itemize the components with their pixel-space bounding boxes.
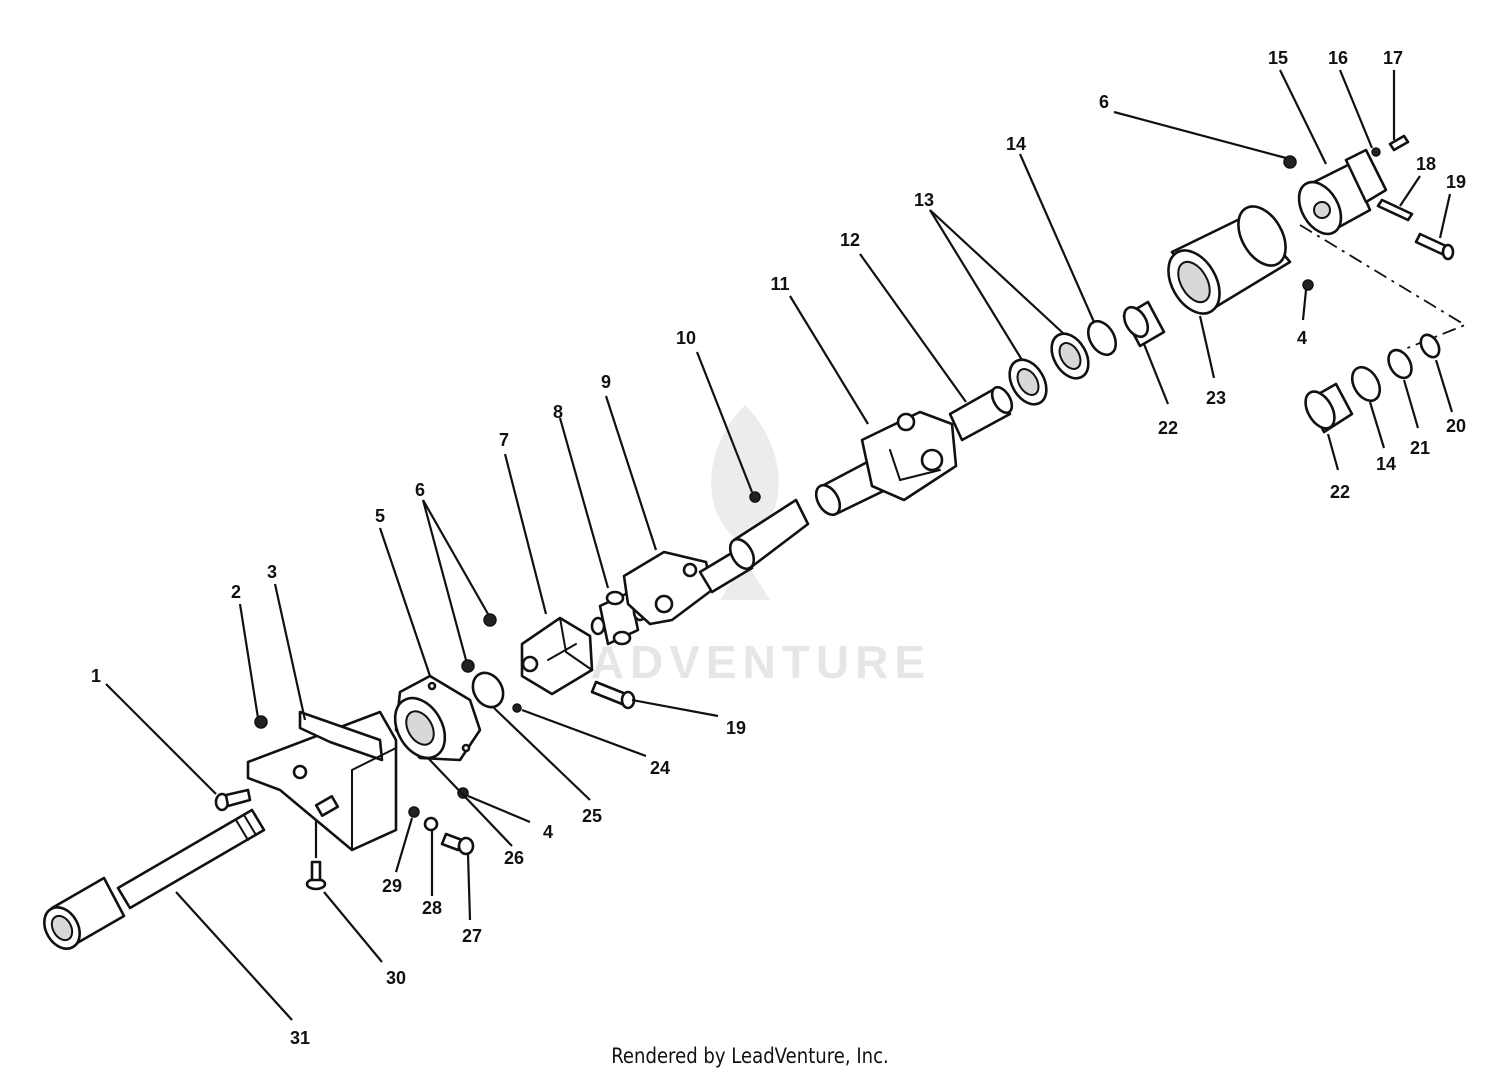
callout-20: 20 — [1446, 416, 1466, 436]
callout-19-b: 19 — [726, 718, 746, 738]
callout-31: 31 — [290, 1028, 310, 1048]
part-19-bolt-b — [1414, 232, 1455, 261]
callout-labels: 1 2 3 4 4 5 6 6 7 8 9 10 11 12 13 14 14 … — [91, 48, 1466, 1048]
callout-16: 16 — [1328, 48, 1348, 68]
leader-lines — [105, 69, 1454, 1021]
part-3-bracket — [246, 710, 398, 852]
part-1-bolt — [214, 788, 252, 812]
part-22-bushing-a — [1122, 300, 1166, 348]
callout-3: 3 — [267, 562, 277, 582]
alignment-centerline — [1299, 224, 1468, 356]
part-2-rivet — [254, 715, 268, 729]
callout-14-a: 14 — [1006, 134, 1026, 154]
callout-13: 13 — [914, 190, 934, 210]
part-7-yoke — [520, 616, 594, 696]
callout-6-b: 6 — [1099, 92, 1109, 112]
callout-6-a: 6 — [415, 480, 425, 500]
callout-11: 11 — [770, 274, 789, 294]
callout-14-b: 14 — [1376, 454, 1396, 474]
part-17-bolt — [1388, 134, 1410, 152]
callout-7: 7 — [499, 430, 509, 450]
part-31-splined-shaft — [43, 808, 266, 950]
callout-9: 9 — [601, 372, 611, 392]
part-28-washer — [423, 816, 439, 832]
callout-25: 25 — [582, 806, 602, 826]
part-20-snap-ring — [1419, 333, 1441, 359]
callout-19-a: 19 — [1446, 172, 1466, 192]
part-6-nut-b — [483, 613, 497, 627]
part-22-bushing-b — [1304, 382, 1354, 434]
part-30-screw — [305, 860, 327, 891]
callout-1: 1 — [91, 666, 101, 686]
part-8-u-joint-cross — [590, 590, 648, 646]
callout-2: 2 — [231, 582, 241, 602]
watermark-flame-icon — [711, 405, 779, 600]
callout-18: 18 — [1416, 154, 1436, 174]
callout-22-a: 22 — [1158, 418, 1178, 438]
part-16-nut — [1371, 147, 1381, 157]
callout-12: 12 — [840, 230, 860, 250]
part-15-hub-flange — [1297, 148, 1388, 236]
callout-29: 29 — [382, 876, 402, 896]
part-12-shaft — [948, 385, 1014, 442]
part-21-ring — [1387, 348, 1413, 380]
callout-21: 21 — [1410, 438, 1430, 458]
callout-27: 27 — [462, 926, 482, 946]
part-6-nut-a — [461, 659, 475, 673]
part-23-housing — [1167, 205, 1292, 315]
callout-17: 17 — [1383, 48, 1403, 68]
callout-24: 24 — [650, 758, 670, 778]
part-18-pin — [1376, 198, 1414, 222]
part-10-tube — [728, 491, 810, 571]
footer-credit: Rendered by LeadVenture, Inc. — [611, 1044, 889, 1068]
part-6-nut-c — [1283, 155, 1297, 169]
callout-5: 5 — [375, 506, 385, 526]
callout-15: 15 — [1268, 48, 1288, 68]
callout-10: 10 — [676, 328, 696, 348]
part-4-nut-b — [1302, 279, 1314, 291]
part-25-bushing — [471, 671, 505, 709]
callout-23: 23 — [1206, 388, 1226, 408]
callout-22-b: 22 — [1330, 482, 1350, 502]
callout-30: 30 — [386, 968, 406, 988]
part-14-washer-b — [1350, 365, 1382, 403]
part-29-nut — [408, 806, 420, 818]
part-19-bolt-a — [590, 680, 636, 710]
part-5-flange-bearing — [393, 674, 482, 762]
callout-26: 26 — [504, 848, 524, 868]
part-11-u-joint — [814, 410, 958, 517]
callout-8: 8 — [553, 402, 563, 422]
callout-4-b: 4 — [1297, 328, 1307, 348]
part-27-bolt — [440, 832, 475, 856]
part-14-washer-a — [1086, 319, 1118, 357]
part-24-nut — [512, 703, 522, 713]
callout-28: 28 — [422, 898, 442, 918]
callout-4-a: 4 — [543, 822, 553, 842]
